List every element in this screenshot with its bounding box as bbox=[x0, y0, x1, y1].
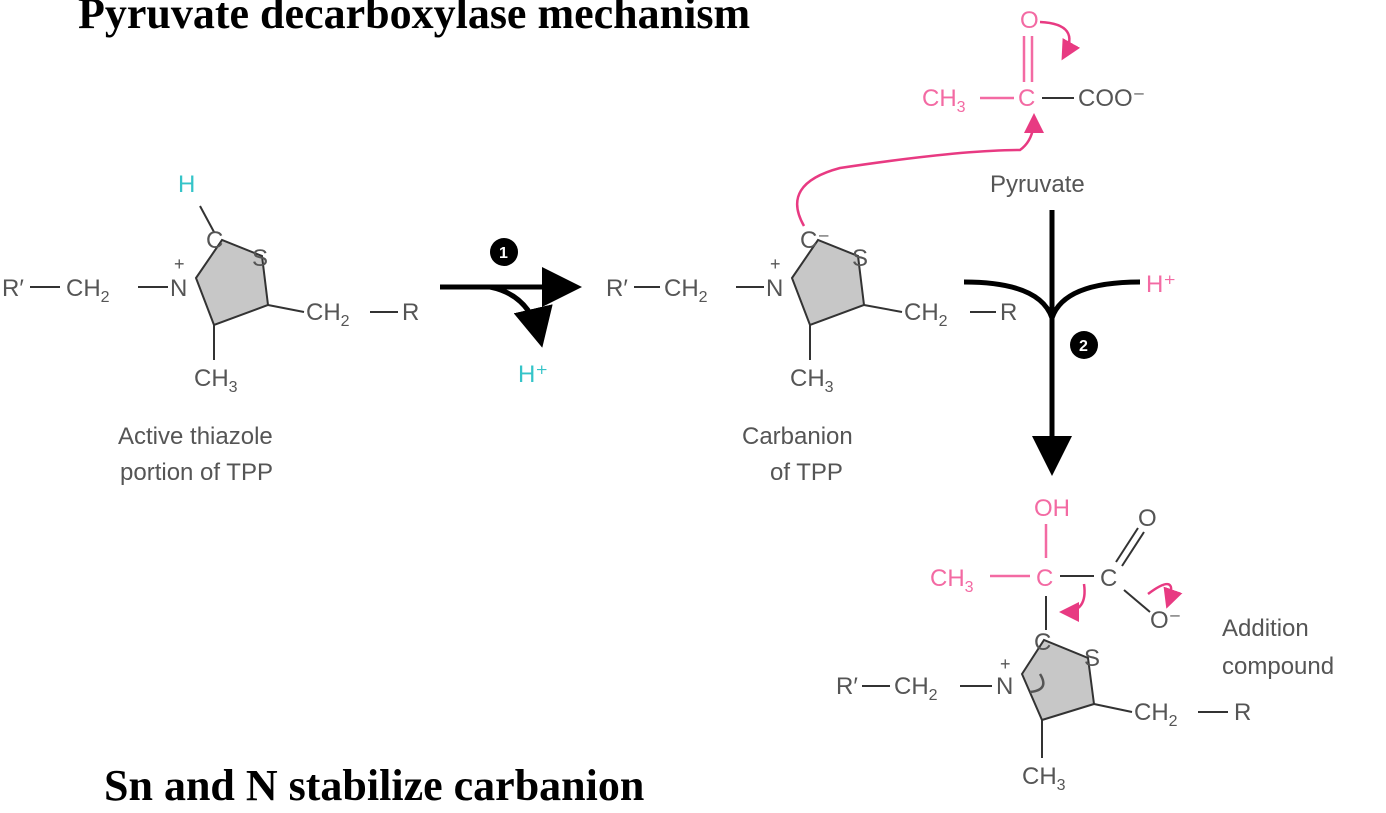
addition-caption-line1: Addition bbox=[1222, 615, 1309, 642]
addition-caption-line2: compound bbox=[1222, 653, 1334, 680]
electron-arrow-to-nitrogen bbox=[1029, 673, 1045, 694]
hydrogen-atom: H bbox=[178, 171, 195, 198]
carboxylate-oxygen: O⁻ bbox=[1150, 607, 1181, 634]
r-prime-group: R′ bbox=[606, 275, 628, 302]
h-plus-byproduct: H⁺ bbox=[518, 361, 548, 388]
pyruvate-caption: Pyruvate bbox=[990, 171, 1085, 198]
carbanion-ring bbox=[790, 238, 866, 327]
sulfur-atom: S bbox=[252, 245, 268, 272]
nucleophilic-attack-arrow bbox=[795, 113, 1044, 227]
r-prime-group: R′ bbox=[2, 275, 24, 302]
thiazole-ring bbox=[194, 238, 270, 327]
ch3-group: CH3 bbox=[1022, 763, 1066, 794]
r-group: R bbox=[1234, 699, 1251, 726]
carbonyl-carbon: C bbox=[1018, 85, 1035, 112]
carbanion-caption-line1: Carbanion bbox=[742, 423, 853, 450]
r-group: R bbox=[1000, 299, 1017, 326]
electron-arrow bbox=[1039, 20, 1081, 61]
carbonyl-oxygen: O bbox=[1020, 7, 1039, 34]
nitrogen-atom: N bbox=[996, 673, 1013, 700]
r-prime-group: R′ bbox=[836, 673, 858, 700]
hydroxyl-group: OH bbox=[1034, 495, 1070, 522]
addition-ring bbox=[1020, 638, 1096, 722]
h-plus-reactant: H⁺ bbox=[1146, 271, 1176, 298]
sulfur-atom: S bbox=[1084, 645, 1100, 672]
carbanion-structure: C⁻ S N + R′ CH2 CH2 R CH3 Carbanion of T… bbox=[606, 227, 1017, 486]
h-bond bbox=[199, 205, 215, 233]
ch2-group: CH2 bbox=[306, 299, 350, 330]
nitrogen-atom: N bbox=[170, 275, 187, 302]
step1-badge bbox=[490, 238, 518, 266]
addition-compound-structure: OH CH3 C C O O⁻ C S N + R′ CH2 CH2 R CH3… bbox=[836, 495, 1334, 794]
ch3-group: CH3 bbox=[194, 365, 238, 396]
carbanion-caption-line2: of TPP bbox=[770, 459, 843, 486]
methyl-group: CH3 bbox=[922, 85, 966, 116]
ch2-group: CH2 bbox=[664, 275, 708, 306]
thiazole-caption-line2: portion of TPP bbox=[120, 459, 273, 486]
ch2-group: CH2 bbox=[1134, 699, 1178, 730]
ch2-group: CH2 bbox=[904, 299, 948, 330]
thiazole-caption-line1: Active thiazole bbox=[118, 423, 273, 450]
c2-atom: C bbox=[1034, 629, 1051, 656]
pyruvate-structure: O CH3 C COO⁻ Pyruvate bbox=[795, 7, 1145, 227]
carbanion-atom: C⁻ bbox=[800, 227, 830, 254]
page-title: Pyruvate decarboxylase mechanism bbox=[78, 0, 751, 38]
carboxyl-carbon: C bbox=[1100, 565, 1117, 592]
alpha-carbon: C bbox=[1036, 565, 1053, 592]
ch2-group: CH2 bbox=[66, 275, 110, 306]
decarboxylation-arrow bbox=[1147, 582, 1183, 609]
ch2-group: CH2 bbox=[894, 673, 938, 704]
carboxylate-group: COO⁻ bbox=[1078, 85, 1145, 112]
step1-arrow: 1 H⁺ bbox=[440, 238, 582, 388]
carboxyl-oxygen: O bbox=[1138, 505, 1157, 532]
electron-shift-arrow bbox=[1059, 583, 1086, 622]
methyl-group: CH3 bbox=[930, 565, 974, 596]
c2-atom: C bbox=[206, 227, 223, 254]
step1-number: 1 bbox=[499, 245, 508, 262]
step2-arrow: 2 H⁺ bbox=[963, 210, 1176, 476]
r-group: R bbox=[402, 299, 419, 326]
thiazole-structure: H C S N + R′ CH2 CH2 R CH3 Active thiazo… bbox=[2, 171, 419, 486]
step2-badge bbox=[1070, 331, 1098, 359]
plus-charge: + bbox=[770, 254, 781, 274]
nitrogen-atom: N bbox=[766, 275, 783, 302]
plus-charge: + bbox=[174, 254, 185, 274]
sulfur-atom: S bbox=[852, 245, 868, 272]
step2-number: 2 bbox=[1079, 338, 1088, 355]
plus-charge: + bbox=[1000, 654, 1011, 674]
ch3-group: CH3 bbox=[790, 365, 834, 396]
bottom-title: Sn and N stabilize carbanion bbox=[104, 761, 645, 810]
